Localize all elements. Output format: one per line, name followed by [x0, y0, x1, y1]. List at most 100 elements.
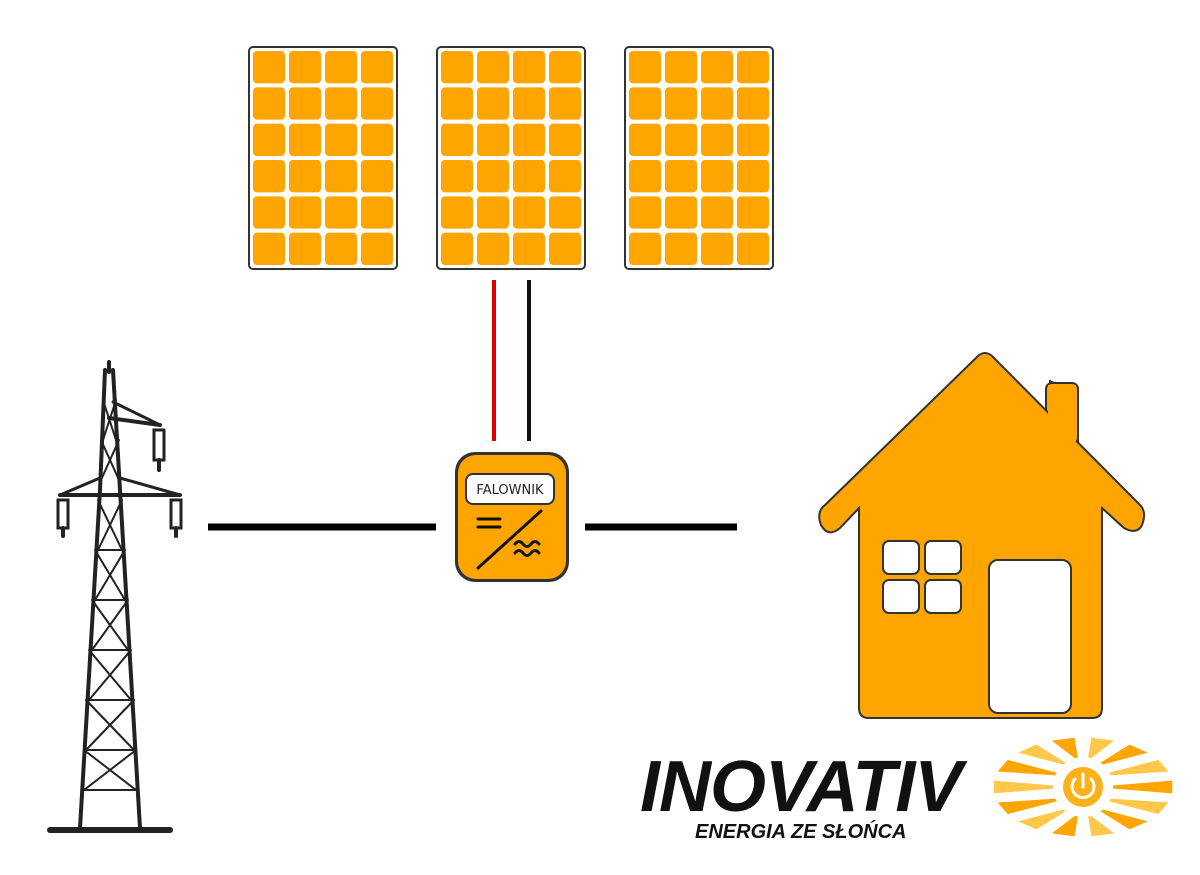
solar-cell [629, 160, 661, 193]
solar-cell [361, 123, 393, 156]
solar-cell [513, 51, 545, 84]
solar-cell [513, 196, 545, 229]
panel-frame [624, 46, 774, 270]
sun-ray [1088, 737, 1115, 759]
solar-cell [665, 196, 697, 229]
solar-cell [325, 160, 357, 193]
house-icon [818, 352, 1146, 719]
solar-cell [361, 196, 393, 229]
solar-cell [289, 51, 321, 84]
solar-cell [737, 232, 769, 265]
solar-cell [441, 196, 473, 229]
solar-cell [737, 196, 769, 229]
solar-cell [361, 232, 393, 265]
sun-ray [1109, 759, 1169, 776]
solar-cell [665, 51, 697, 84]
inverter: FALOWNIK [455, 452, 569, 582]
transmission-tower-icon [47, 360, 183, 833]
solar-cell [629, 123, 661, 156]
solar-cell [549, 196, 581, 229]
solar-cell [665, 87, 697, 120]
inverter-label: FALOWNIK [476, 483, 544, 498]
solar-cell [665, 232, 697, 265]
solar-cell [629, 87, 661, 120]
solar-cell [253, 123, 285, 156]
solar-cell [441, 123, 473, 156]
solar-cell [325, 51, 357, 84]
house-door [988, 559, 1072, 714]
solar-cell [513, 232, 545, 265]
solar-cell [289, 87, 321, 120]
solar-cell [361, 160, 393, 193]
solar-cell [477, 51, 509, 84]
sun-ray [997, 759, 1057, 776]
sun-ray [1051, 815, 1078, 837]
solar-cell [629, 51, 661, 84]
solar-cell [701, 87, 733, 120]
solar-cell [701, 196, 733, 229]
solar-cell [737, 51, 769, 84]
solar-cell [253, 87, 285, 120]
solar-cell [737, 160, 769, 193]
sun-ray [1109, 798, 1169, 815]
solar-cell [289, 196, 321, 229]
solar-panels [248, 46, 774, 270]
solar-cell [253, 232, 285, 265]
logo-name: INOVATIV [640, 747, 968, 827]
solar-cell [289, 232, 321, 265]
solar-cell [477, 196, 509, 229]
solar-cell [289, 123, 321, 156]
inverter-label-box [465, 473, 555, 505]
sun-rays-icon [993, 737, 1173, 837]
solar-cell [325, 123, 357, 156]
solar-cell [549, 123, 581, 156]
solar-cell [325, 232, 357, 265]
solar-cell [361, 87, 393, 120]
solar-cell [629, 196, 661, 229]
solar-cell [253, 51, 285, 84]
sun-ray [997, 798, 1057, 815]
solar-cell [477, 123, 509, 156]
solar-panel-right [624, 46, 774, 270]
solar-cell [253, 196, 285, 229]
sun-ray [1018, 744, 1066, 765]
solar-cell [701, 51, 733, 84]
solar-cell [549, 160, 581, 193]
sun-ray [1100, 809, 1148, 830]
solar-cell [441, 51, 473, 84]
solar-cell [441, 87, 473, 120]
sun-ray [1112, 780, 1173, 794]
solar-cell [253, 160, 285, 193]
solar-cell [629, 232, 661, 265]
dc-ac-symbol-icon [476, 509, 543, 570]
solar-cell [549, 87, 581, 120]
solar-cell [701, 232, 733, 265]
solar-cell [701, 123, 733, 156]
solar-cell [441, 160, 473, 193]
solar-cell [513, 160, 545, 193]
solar-cell [549, 51, 581, 84]
solar-cell [549, 232, 581, 265]
sun-power-icon [1063, 767, 1103, 807]
logo-tagline: ENERGIA ZE SŁOŃCA [695, 819, 907, 843]
solar-cell [513, 87, 545, 120]
sun-ray [993, 780, 1054, 794]
sun-ray [1018, 809, 1066, 830]
solar-cell [477, 160, 509, 193]
panel-frame [436, 46, 586, 270]
sun-ray [1088, 815, 1115, 837]
solar-cell [665, 160, 697, 193]
company-logo: INOVATIV ENERGIA ZE SŁOŃCA [640, 737, 1173, 843]
solar-cell [477, 232, 509, 265]
panel-frame [248, 46, 398, 270]
solar-cell [289, 160, 321, 193]
solar-cell [737, 87, 769, 120]
solar-panel-center [436, 46, 586, 270]
solar-cell [441, 232, 473, 265]
solar-cell [701, 160, 733, 193]
solar-cell [361, 51, 393, 84]
solar-cell [477, 87, 509, 120]
solar-cell [513, 123, 545, 156]
solar-cell [325, 196, 357, 229]
